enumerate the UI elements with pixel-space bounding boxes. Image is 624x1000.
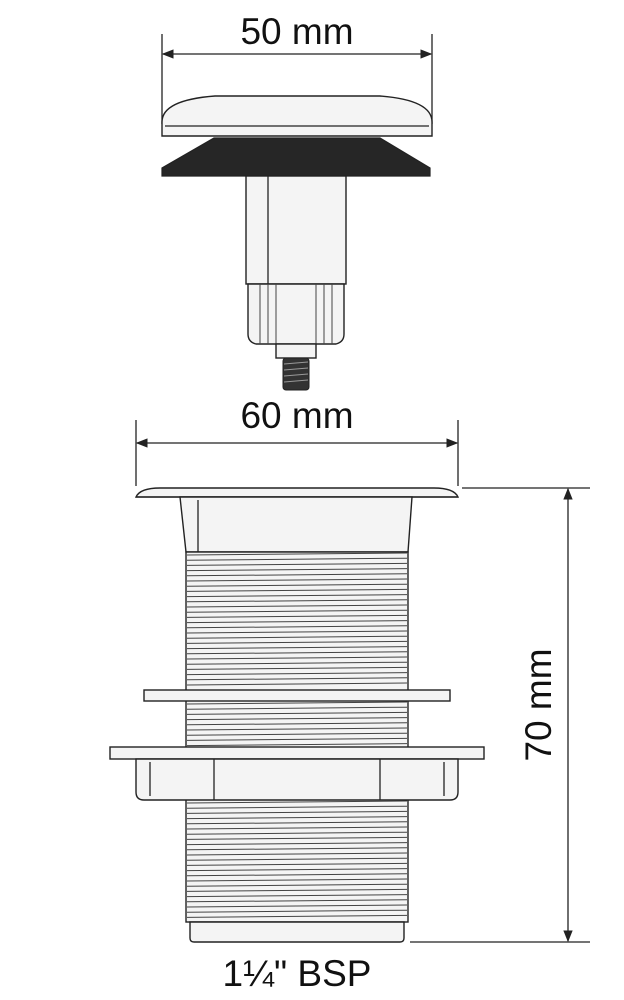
- thread-line: [186, 805, 408, 809]
- waste-tapered-neck: [179, 496, 413, 553]
- thread-line: [186, 899, 408, 903]
- waste-top-flange: [134, 487, 460, 498]
- thread-line: [186, 727, 408, 731]
- plug-stem: [245, 175, 347, 285]
- thread-line: [186, 737, 408, 741]
- waste-threaded-body: [185, 551, 409, 923]
- waste-bottom-end: [189, 921, 405, 943]
- plug-pin-collar: [275, 343, 317, 359]
- thread-line: [186, 651, 408, 655]
- thread-line: [186, 672, 408, 676]
- thread-line: [186, 717, 408, 721]
- thread-line: [186, 810, 408, 814]
- thread-line: [186, 732, 408, 736]
- plug-cap-dome: [161, 95, 433, 137]
- thread-line: [186, 630, 408, 634]
- cap-width-dimension: 50 mm: [161, 11, 433, 124]
- height-dimension: 70 mm: [410, 487, 590, 943]
- thread-line: [186, 588, 408, 592]
- thread-line: [186, 878, 408, 882]
- thread-line: [186, 646, 408, 650]
- thread-line: [186, 904, 408, 908]
- thread-line: [186, 826, 408, 830]
- thread-line: [186, 888, 408, 892]
- thread-size-label: 1¼" BSP: [223, 953, 372, 994]
- thread-line: [186, 842, 408, 846]
- thread-line: [186, 552, 408, 556]
- height-label: 70 mm: [518, 648, 559, 761]
- thread-line: [186, 868, 408, 872]
- thread-line: [186, 568, 408, 572]
- waste-backnut: [135, 758, 459, 801]
- thread-line: [186, 625, 408, 629]
- plug-cap-assembly: 50 mm: [161, 11, 433, 391]
- waste-washer: [143, 689, 451, 702]
- thread-line: [186, 821, 408, 825]
- thread-line: [186, 583, 408, 587]
- thread-line: [186, 894, 408, 898]
- thread-line: [186, 640, 408, 644]
- plug-rubber-seal: [161, 137, 431, 177]
- thread-line: [186, 701, 408, 705]
- thread-line: [186, 800, 408, 804]
- thread-line: [186, 614, 408, 618]
- thread-line: [186, 661, 408, 665]
- thread-line: [186, 656, 408, 660]
- thread-line: [186, 836, 408, 840]
- thread-line: [186, 706, 408, 710]
- thread-line: [186, 599, 408, 603]
- thread-line: [186, 831, 408, 835]
- thread-line: [186, 873, 408, 877]
- thread-line: [186, 852, 408, 856]
- waste-backnut-plate: [109, 746, 485, 760]
- thread-line: [186, 604, 408, 608]
- thread-line: [186, 666, 408, 670]
- pin-threads: [283, 361, 309, 383]
- thread-line: [186, 609, 408, 613]
- thread-line: [186, 816, 408, 820]
- cap-width-label: 50 mm: [240, 11, 353, 52]
- thread-line: [186, 883, 408, 887]
- thread-line: [186, 909, 408, 913]
- thread-line: [186, 857, 408, 861]
- thread-line: [186, 722, 408, 726]
- thread-line: [186, 635, 408, 639]
- thread-line: [186, 914, 408, 918]
- thread-line: [186, 562, 408, 566]
- thread-line: [186, 573, 408, 577]
- nut-ribs: [259, 284, 333, 344]
- thread-line: [186, 620, 408, 624]
- thread-line: [186, 594, 408, 598]
- plug-ribbed-nut: [247, 283, 345, 345]
- thread-line: [186, 711, 408, 715]
- thread-line: [186, 578, 408, 582]
- thread-line: [186, 557, 408, 561]
- thread-line: [186, 743, 408, 747]
- waste-body-threads: [186, 552, 408, 918]
- flange-width-dimension: 60 mm: [135, 395, 459, 486]
- thread-line: [186, 677, 408, 681]
- thread-line: [186, 682, 408, 686]
- thread-line: [186, 862, 408, 866]
- waste-body-assembly: 60 mm 70 mm: [109, 395, 590, 994]
- thread-line: [186, 847, 408, 851]
- flange-width-label: 60 mm: [240, 395, 353, 436]
- backnut-facets: [149, 759, 445, 800]
